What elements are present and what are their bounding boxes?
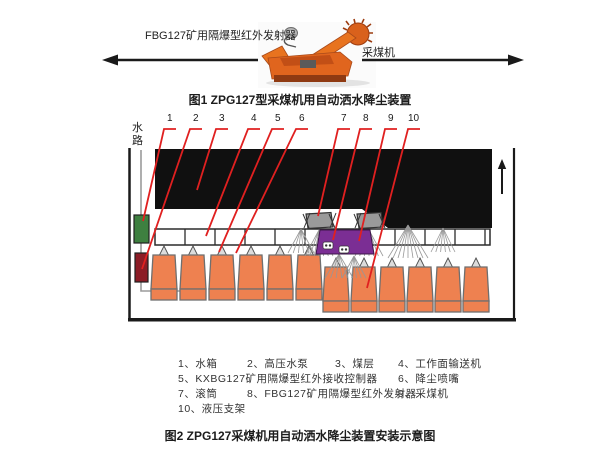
hydraulic-supports (150, 244, 490, 313)
hydraulic-support (434, 256, 462, 313)
legend-item-5: 5、KXBG127矿用隔爆型红外接收控制器 (178, 373, 378, 385)
callout-leader-line (196, 128, 228, 191)
callout-number-3: 3 (219, 113, 225, 124)
hydraulic-support (406, 256, 434, 313)
hydraulic-support (378, 256, 406, 313)
callout-leader-line (205, 128, 260, 237)
callout-leader-line (141, 128, 202, 270)
legend-item-1: 1、水箱 (178, 358, 218, 370)
hydraulic-support (237, 244, 265, 301)
callout-number-5: 5 (275, 113, 281, 124)
spray-fan (287, 228, 315, 254)
spray-fan (387, 224, 429, 259)
hydraulic-support (150, 244, 178, 301)
cutting-drum-right (353, 211, 387, 230)
advance-direction-arrow (497, 159, 507, 194)
infrared-emitter-on-machine (322, 241, 350, 254)
legend-item-6: 6、降尘喷嘴 (398, 373, 460, 385)
legend-item-3: 3、煤层 (335, 358, 375, 370)
cutting-drum-left (302, 211, 337, 230)
callout-number-4: 4 (251, 113, 257, 124)
callout-leader-line (142, 128, 176, 222)
legend-item-7: 7、滚筒 (178, 388, 218, 400)
right-direction-arrow (362, 54, 524, 66)
figure2-caption: 图2 ZPG127采煤机用自动洒水降尘装置安装示意图 (164, 429, 436, 443)
legend-item-9: 9、采煤机 (398, 388, 449, 400)
callout-leader-line (332, 128, 372, 241)
spray-fan (324, 253, 354, 279)
legend-item-2: 2、高压水泵 (247, 358, 309, 370)
callout-leader-line (366, 128, 420, 289)
callout-number-8: 8 (363, 113, 369, 124)
hydraulic-support (266, 244, 294, 301)
spray-nozzle-fans (287, 224, 456, 279)
callout-number-1: 1 (167, 113, 173, 124)
callout-number-7: 7 (341, 113, 347, 124)
callout-leader-line (235, 128, 308, 254)
mining-machine-photo (258, 18, 376, 88)
shearer-machine (315, 229, 375, 255)
legend-item-8: 8、FBG127矿用隔爆型红外发射器 (247, 388, 417, 400)
water-tank (133, 214, 150, 244)
hydraulic-support (208, 244, 236, 301)
diagram-border (128, 148, 516, 322)
legend-item-10: 10、液压支架 (178, 403, 246, 415)
callout-number-6: 6 (299, 113, 305, 124)
spray-fan (430, 227, 456, 253)
callout-leader-line (218, 128, 284, 253)
infrared-emitter-icon (283, 27, 298, 48)
callout-number-10: 10 (408, 113, 420, 124)
left-direction-arrow (102, 54, 258, 66)
callout-number-2: 2 (193, 113, 199, 124)
water-line-label: 水路 (132, 122, 143, 147)
spray-fan (341, 255, 367, 279)
figure1-caption: 图1 ZPG127型采煤机用自动洒水降尘装置 (188, 93, 412, 107)
callout-leader-lines (141, 128, 420, 289)
hydraulic-support (179, 244, 207, 301)
hydraulic-support (462, 256, 490, 313)
emitter-label: FBG127矿用隔爆型红外发射器 (145, 30, 296, 42)
shearer-label: 采煤机 (362, 47, 395, 59)
hydraulic-support (322, 256, 350, 313)
callout-number-9: 9 (388, 113, 394, 124)
legend-item-4: 4、工作面输送机 (398, 358, 482, 370)
callout-leader-line (317, 128, 350, 217)
callout-leader-line (358, 128, 397, 242)
